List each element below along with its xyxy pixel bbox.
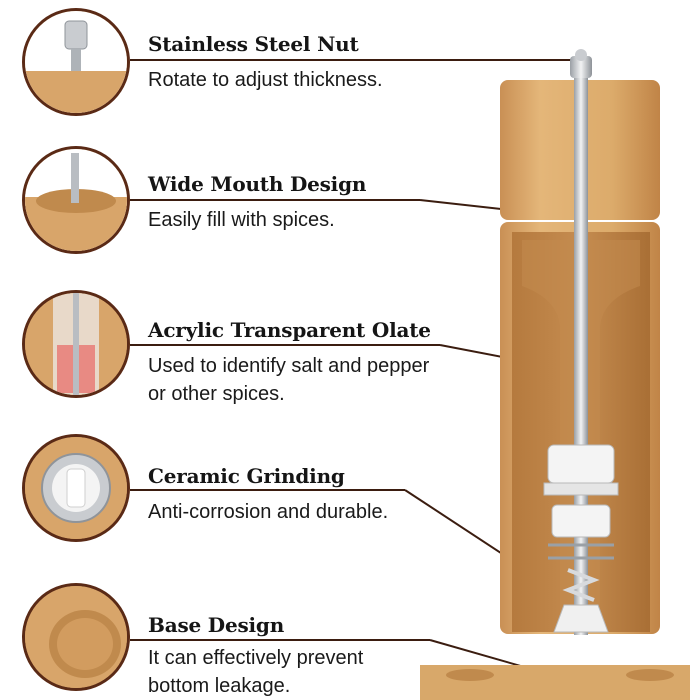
feature-description: It can effectively prevent bottom leakag… bbox=[148, 644, 488, 700]
feature-title: Acrylic Transparent Olate bbox=[148, 318, 431, 342]
feature-title: Ceramic Grinding bbox=[148, 464, 345, 488]
feature-title: Wide Mouth Design bbox=[148, 172, 367, 196]
stainless-steel-nut-icon bbox=[22, 8, 130, 116]
feature-description-line: Used to identify salt and pepper bbox=[148, 355, 430, 377]
feature-description: Used to identify salt and pepper or othe… bbox=[148, 352, 488, 408]
wide-mouth-icon bbox=[22, 146, 130, 254]
feature-description-line: Rotate to adjust thickness. bbox=[148, 69, 383, 91]
feature-description: Rotate to adjust thickness. bbox=[148, 66, 488, 94]
feature-title: Base Design bbox=[148, 613, 285, 637]
feature-title: Stainless Steel Nut bbox=[148, 32, 359, 56]
grinder-lower bbox=[551, 504, 611, 538]
feature-description: Anti-corrosion and durable. bbox=[148, 498, 488, 526]
feature-description-line: bottom leakage. bbox=[148, 675, 291, 697]
acrylic-window-icon bbox=[22, 290, 130, 398]
feature-description-line: It can effectively prevent bbox=[148, 647, 364, 669]
steel-nut bbox=[570, 56, 592, 78]
feature-description: Easily fill with spices. bbox=[148, 206, 488, 234]
feature-description-line: or other spices. bbox=[148, 383, 285, 405]
feature-description-line: Easily fill with spices. bbox=[148, 209, 335, 231]
ceramic-grinder-icon bbox=[22, 434, 130, 542]
base-tray-icon bbox=[22, 583, 130, 691]
steel-rod bbox=[574, 75, 588, 635]
feature-description-line: Anti-corrosion and durable. bbox=[148, 501, 389, 523]
grinder-upper bbox=[547, 444, 615, 484]
